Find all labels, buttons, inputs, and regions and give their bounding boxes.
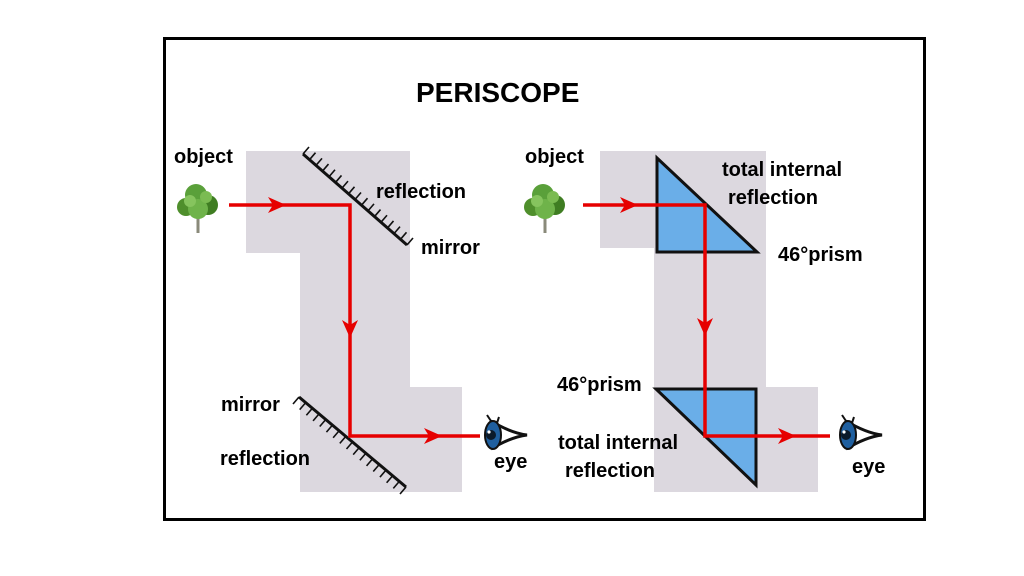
- ray-arrow: [424, 428, 442, 444]
- diagram-title: PERISCOPE: [416, 77, 580, 108]
- mirror-hatch-mark: [406, 237, 414, 246]
- left-bottom-reflection-label: reflection: [220, 448, 311, 470]
- mirror-hatch-mark: [365, 458, 374, 467]
- right-bottom-tir-label-line1: total internal: [558, 432, 679, 454]
- tree-icon: [524, 184, 565, 233]
- right-light-ray: [583, 203, 830, 438]
- right-object-label: object: [525, 146, 584, 168]
- left-light-ray: [229, 203, 480, 438]
- left-top-reflection-label: reflection: [376, 181, 467, 203]
- mirror-hatch-mark: [392, 480, 400, 489]
- mirror-hatch-mark: [399, 231, 408, 240]
- mirror-hatch-mark: [325, 424, 334, 433]
- mirror-hatch-mark: [373, 209, 382, 218]
- mirror-hatch-mark: [367, 203, 375, 212]
- mirror-hatch-mark: [339, 435, 347, 444]
- right-top-prism-label: 46°prism: [778, 244, 863, 266]
- mirror-hatch-mark: [354, 191, 362, 201]
- mirror-hatch-mark: [312, 413, 320, 422]
- mirror-hatch-mark: [380, 214, 388, 223]
- mirror-hatch-mark: [341, 180, 349, 189]
- mirror-hatch-mark: [386, 475, 394, 484]
- ray-arrow: [697, 318, 713, 336]
- mirror-hatch-mark: [386, 220, 395, 229]
- mirror-hatch-mark: [315, 157, 323, 166]
- mirror-hatch-mark: [352, 447, 360, 456]
- ray-arrow: [620, 197, 638, 213]
- right-top-tir-label-line2: reflection: [728, 187, 819, 209]
- mirror-hatch-mark: [372, 463, 380, 473]
- mirror-hatch-mark: [347, 186, 356, 195]
- right-top-tir-label-line1: total internal: [722, 159, 843, 181]
- mirror-hatch-mark: [379, 469, 387, 478]
- tree-icon: [177, 184, 218, 233]
- mirror-hatch-mark: [299, 402, 307, 411]
- left-bottom-mirror-label: mirror: [221, 394, 280, 416]
- mirror-hatch-mark: [308, 152, 317, 161]
- mirror-hatch-mark: [332, 430, 340, 439]
- left-ray-arrows: [268, 197, 442, 444]
- mirror-hatch-mark: [321, 163, 330, 172]
- mirror-hatch-mark: [393, 226, 401, 235]
- right-eye-label: eye: [852, 456, 886, 478]
- right-bottom-tir-label-line2: reflection: [565, 460, 656, 482]
- mirror-hatch-mark: [359, 452, 367, 461]
- right-bottom-prism-label: 46°prism: [557, 374, 642, 396]
- eye-icon: [483, 413, 529, 451]
- mirror-hatch-mark: [345, 441, 354, 450]
- mirror-hatch-mark: [360, 197, 369, 206]
- left-periscope-tube: [246, 151, 462, 492]
- left-object-label: object: [174, 146, 233, 168]
- mirror-hatch-mark: [305, 407, 313, 416]
- eye-icon: [838, 413, 884, 451]
- left-bottom-mirror: [292, 395, 407, 495]
- mirror-hatch-mark: [319, 418, 327, 428]
- mirror-hatch-mark: [292, 396, 300, 405]
- right-ray-arrows: [620, 197, 796, 444]
- mirror-hatch-mark: [334, 174, 343, 183]
- ray-arrow: [778, 428, 796, 444]
- left-top-mirror: [302, 146, 414, 247]
- mirror-hatch-mark: [328, 169, 336, 178]
- mirror-hatch-mark: [399, 486, 407, 495]
- left-top-mirror-label: mirror: [421, 237, 480, 259]
- mirror-hatch-mark: [302, 146, 310, 155]
- ray-arrow: [268, 197, 286, 213]
- ray-arrow: [342, 320, 358, 338]
- left-eye-label: eye: [494, 451, 528, 473]
